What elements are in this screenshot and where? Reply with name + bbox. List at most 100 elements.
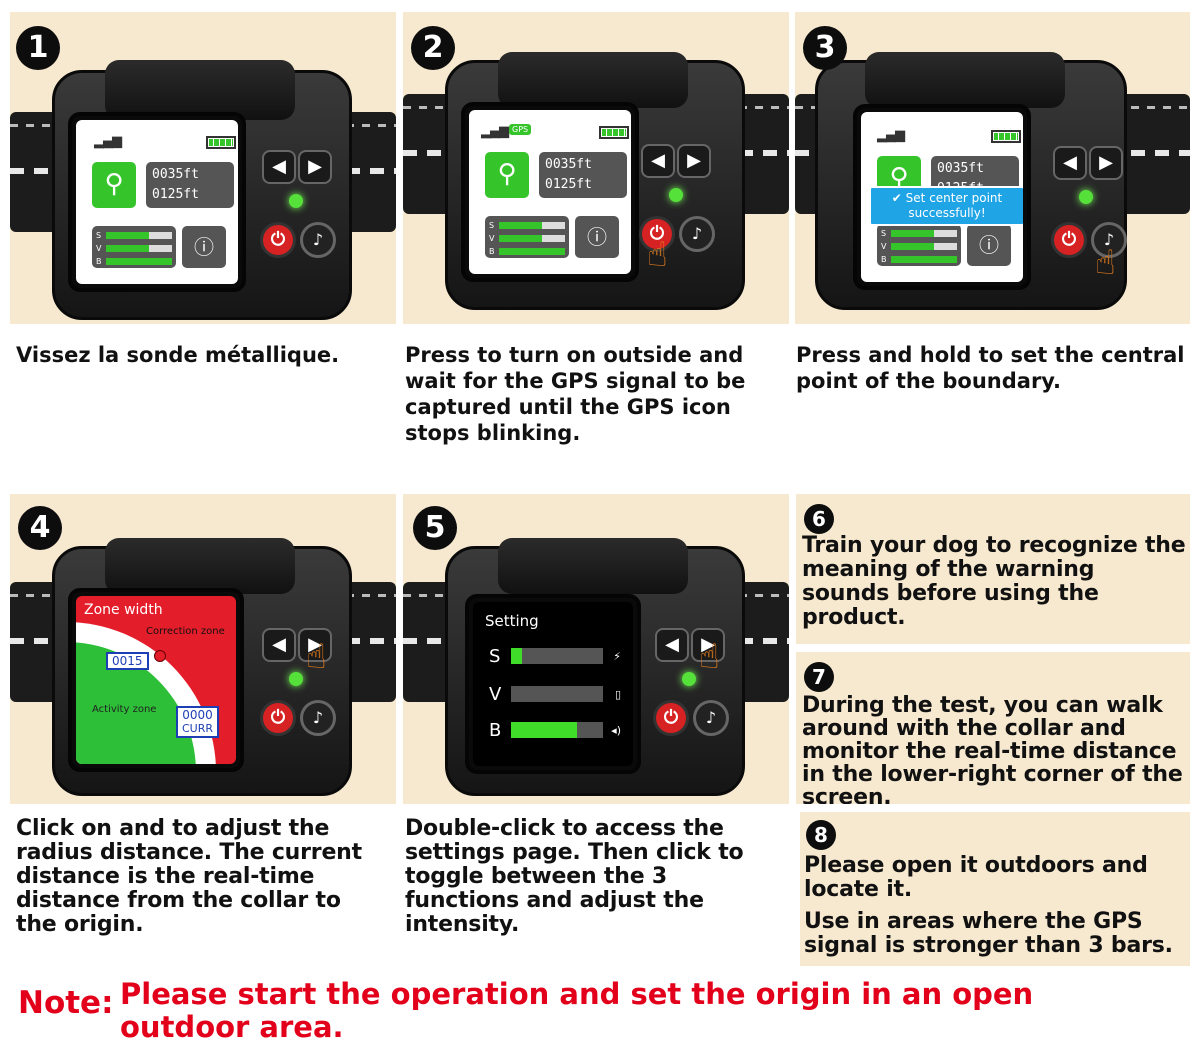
collar-cap [865,52,1065,108]
svb-tile: S V B [92,226,176,268]
power-icon[interactable]: ⏻ [260,700,296,736]
step-2-panel: ▂▄▆ GPS ⚲ 0035ft 0125ft S V B ⓘ ◀ ▶ ⏻ ♪ … [403,12,789,324]
curr-label: CURR [182,722,214,735]
setting-row-b[interactable]: B ◂) [489,719,621,741]
distance-1: 0035ft [152,167,199,182]
signal-icon: ▂▄▆ [94,134,122,149]
step-2-caption: Press to turn on outside and wait for th… [405,343,746,445]
arrow-left-icon[interactable]: ◀ [262,628,296,662]
alert-icon: ⓘ [967,224,1011,266]
arrow-left-icon[interactable]: ◀ [641,144,675,178]
battery-icon [206,136,236,149]
step-3-caption: Press and hold to set the central point … [796,343,1185,393]
bell-icon[interactable]: ♪ [1091,222,1127,258]
curr-value: 0000 [182,708,213,722]
activity-label: Activity zone [92,704,157,715]
step-8-caption: Please open it outdoors and locate it. [804,853,1148,902]
level-fill [511,722,578,738]
setting-row-s[interactable]: S ⚡ [489,645,621,667]
device-screen: Setting S ⚡ V ▯ B ◂) [465,594,641,774]
hand-pointer-icon: ☝ [647,235,668,275]
device-screen: ▂▄▆ ⚲ 0035ft 0125ft S V B ⓘ ✔ Set center… [853,104,1031,290]
shock-icon: ⚡ [613,649,621,663]
sound-icon: ◂) [611,723,621,737]
distance-1: 0035ft [937,161,984,176]
svb-tile: S V B [877,224,961,266]
signal-icon: ▂▄▆ [481,124,509,139]
hand-pointer-icon: ☝ [306,637,327,677]
map-pin-icon: ⚲ [92,162,136,208]
settings-screen: Setting S ⚡ V ▯ B ◂) [473,602,633,766]
signal-icon: ▂▄▆ [877,128,905,143]
note-text: Please start the operation and set the o… [120,977,1034,1044]
step-7-caption: During the test, you can walk around wit… [802,693,1183,804]
step-5-caption: Double-click to access the settings page… [405,816,744,937]
step-4-panel: Zone width Correction zone 0015 Activity… [10,494,396,804]
status-led [682,672,696,686]
step-number: 5 [413,506,457,550]
step-8-panel: 8 Please open it outdoors and locate it.… [800,812,1190,966]
step-number: 3 [803,26,847,70]
popup-text: Set center point successfully! [905,191,1003,220]
power-icon[interactable]: ⏻ [639,216,675,252]
step-6-panel: 6 Train your dog to recognize the meanin… [796,494,1190,644]
collar-cap [498,538,688,594]
level-fill [511,648,523,664]
zone-arc [76,622,216,764]
step-1-panel: ▂▄▆ ⚲ 0035ft 0125ft S V B ⓘ ◀ ▶ ⏻ ♪ 1 [10,12,396,324]
step-1-caption: Vissez la sonde métallique. [16,343,340,367]
power-icon[interactable]: ⏻ [260,222,296,258]
note-label: Note: [18,985,114,1021]
step-number: 2 [411,26,455,70]
status-led [669,188,683,202]
arrow-right-icon[interactable]: ▶ [691,628,725,662]
bell-icon[interactable]: ♪ [300,700,336,736]
power-icon[interactable]: ⏻ [653,700,689,736]
distance-tile: 0035ft 0125ft [146,162,234,208]
bell-icon[interactable]: ♪ [300,222,336,258]
arrow-left-icon[interactable]: ◀ [262,150,296,184]
step-6-caption: Train your dog to recognize the meaning … [802,533,1186,630]
hand-pointer-icon: ☝ [699,637,720,677]
step-number: 8 [806,820,836,850]
step-4-caption: Click on and to adjust the radius distan… [16,816,362,937]
arrow-left-icon[interactable]: ◀ [1053,146,1087,180]
device-screen: Zone width Correction zone 0015 Activity… [68,588,244,772]
arrow-left-icon[interactable]: ◀ [655,628,689,662]
check-icon: ✔ [891,191,902,205]
collar-cap [105,538,295,594]
step-number: 7 [804,662,834,692]
curr-box: 0000 CURR [176,706,220,738]
vibrate-icon: ▯ [614,687,621,701]
arrow-right-icon[interactable]: ▶ [1089,146,1123,180]
status-led [289,672,303,686]
battery-icon [599,126,629,139]
bell-icon[interactable]: ♪ [679,216,715,252]
alert-icon: ⓘ [182,226,226,268]
step-7-panel: 7 During the test, you can walk around w… [796,652,1190,804]
battery-icon [991,130,1021,143]
step-number: 4 [18,506,62,550]
zone-marker [154,650,166,662]
device-screen: ▂▄▆ ⚲ 0035ft 0125ft S V B ⓘ [68,112,246,292]
collar-cap [498,52,688,108]
status-led [289,194,303,208]
svb-tile: S V B [485,216,569,258]
arrow-right-icon[interactable]: ▶ [298,150,332,184]
alert-icon: ⓘ [575,216,619,258]
setting-row-v[interactable]: V ▯ [489,683,621,705]
distance-1: 0035ft [545,157,592,172]
bell-icon[interactable]: ♪ [693,700,729,736]
step-8-caption-2: Use in areas where the GPS signal is str… [804,909,1173,958]
zone-title: Zone width [84,602,163,618]
collar-cap [105,60,295,120]
arrow-right-icon[interactable]: ▶ [298,628,332,662]
settings-title: Setting [485,612,539,630]
correction-label: Correction zone [146,626,225,637]
distance-tile: 0035ft 0125ft [539,152,627,198]
arrow-right-icon[interactable]: ▶ [677,144,711,178]
status-led [1079,190,1093,204]
device-screen: ▂▄▆ GPS ⚲ 0035ft 0125ft S V B ⓘ [461,102,639,282]
power-icon[interactable]: ⏻ [1051,222,1087,258]
zone-value[interactable]: 0015 [106,652,149,670]
